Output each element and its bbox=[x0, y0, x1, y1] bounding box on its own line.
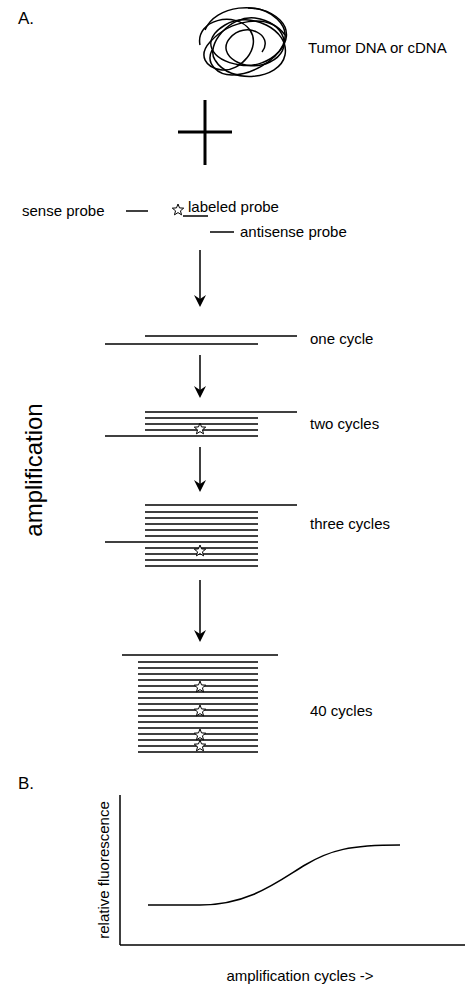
amplification-curve bbox=[148, 845, 400, 905]
cycle-label: two cycles bbox=[310, 416, 379, 433]
fluor-star bbox=[194, 545, 205, 556]
cycle-label: one cycle bbox=[310, 331, 373, 348]
strands-cycle-1 bbox=[105, 336, 297, 344]
cycle-label: three cycles bbox=[310, 516, 390, 533]
panel-letter: A. bbox=[18, 10, 34, 29]
chart-axes bbox=[120, 795, 465, 945]
strands-cycle-3 bbox=[105, 505, 297, 566]
fluor-star bbox=[194, 423, 205, 434]
strands-cycle-2 bbox=[105, 412, 297, 436]
fluor-star bbox=[194, 740, 205, 751]
axis-label: amplification cycles -> bbox=[226, 968, 373, 985]
axis-title: amplification bbox=[21, 403, 47, 536]
sample-label: Tumor DNA or cDNA bbox=[308, 40, 447, 57]
fluor-star bbox=[194, 681, 205, 692]
step-arrows bbox=[199, 250, 201, 640]
axis-label: relative fluorescence bbox=[96, 801, 113, 939]
probe-label: sense probe bbox=[22, 203, 105, 220]
plus-sign bbox=[178, 100, 232, 165]
strands-cycle-40 bbox=[122, 655, 278, 752]
fluor-star bbox=[172, 204, 183, 215]
probe-label: antisense probe bbox=[240, 224, 347, 241]
dna-tangle bbox=[200, 8, 287, 77]
fluor-star bbox=[194, 705, 205, 716]
cycle-label: 40 cycles bbox=[310, 703, 373, 720]
panel-letter: B. bbox=[18, 775, 34, 794]
fluor-star bbox=[194, 729, 205, 740]
probe-label: labeled probe bbox=[188, 199, 279, 216]
